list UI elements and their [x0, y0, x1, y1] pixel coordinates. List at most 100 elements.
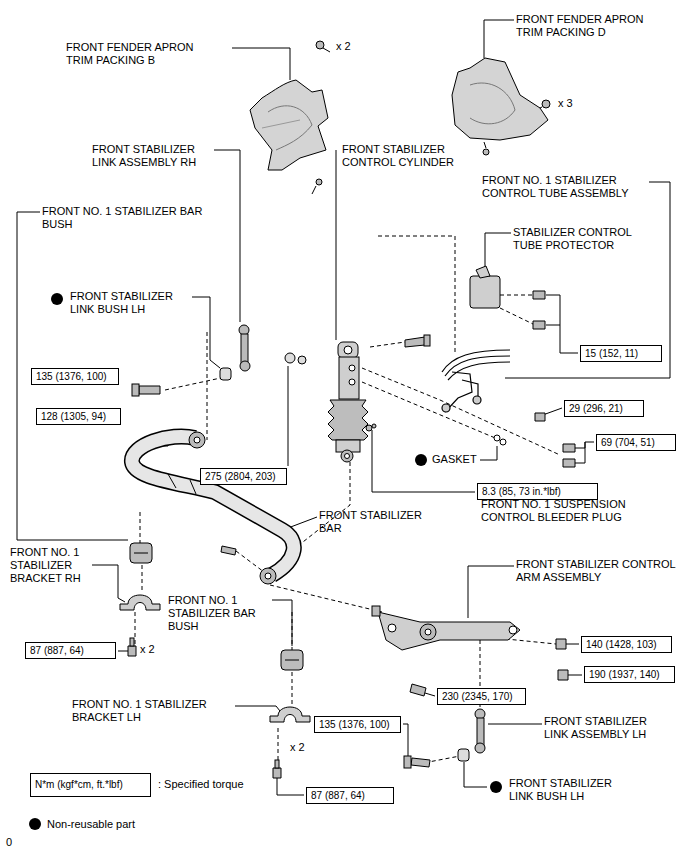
stabilizer-link-rh — [132, 325, 250, 446]
unit-key-box: N*m (kgf*cm, ft.*lbf) — [30, 773, 151, 797]
bolt — [533, 291, 545, 299]
leader-line — [480, 446, 497, 460]
fender-apron-b — [268, 106, 312, 150]
control-arm — [410, 684, 426, 696]
stabilizer-link-lh — [458, 749, 469, 761]
part-name: FRONT NO. 1 STABILIZER BRACKET RH — [10, 546, 95, 585]
leader-line — [17, 212, 128, 540]
part-name: FRONT NO. 1 SUSPENSION CONTROL BLEEDER P… — [481, 498, 646, 524]
torque-box: 140 (1428, 103) — [581, 636, 672, 653]
control-tube-assembly — [462, 380, 478, 398]
leader-line — [485, 233, 511, 268]
gasket — [494, 435, 500, 441]
bracket-bolt — [221, 546, 236, 555]
alignment-line — [278, 728, 279, 760]
leader-line — [288, 366, 289, 466]
part-name: FRONT STABILIZER LINK BUSH LH — [70, 290, 190, 316]
stabilizer-link-lh — [404, 709, 485, 768]
stabilizer-control-cylinder — [341, 450, 353, 462]
bracket-bolt — [273, 768, 281, 778]
leader-line — [336, 150, 337, 340]
stabilizer-control-cylinder — [349, 379, 355, 385]
torque-box: 87 (887, 64) — [25, 642, 116, 659]
figure-number: 0 — [6, 836, 12, 849]
bracket-bolt — [128, 646, 136, 656]
screw — [312, 41, 550, 194]
fender-apron-d — [452, 58, 548, 140]
bar-bush — [285, 660, 299, 661]
alignment-line — [207, 332, 208, 440]
part-name: GASKET — [432, 453, 477, 466]
quantity: x 3 — [558, 97, 573, 110]
torque-box: 69 (704, 51) — [596, 434, 676, 451]
non-reusable-mark — [415, 454, 427, 466]
screw — [484, 142, 486, 148]
leader-line — [192, 297, 220, 368]
washer — [298, 356, 306, 364]
stabilizer-link-lh — [477, 718, 484, 746]
torque-box: 15 (152, 11) — [580, 345, 662, 362]
screw — [312, 186, 316, 194]
part-name: FRONT NO. 1 STABILIZER BAR BUSH — [42, 205, 217, 231]
alignment-line — [270, 585, 382, 612]
bar-bush — [281, 650, 303, 670]
legend-text: : Specified torque — [158, 778, 244, 791]
washer — [285, 353, 295, 363]
stabilizer-bar — [132, 437, 294, 575]
alignment-line — [236, 551, 264, 572]
unit-key: N*m (kgf*cm, ft.*lbf) — [35, 779, 123, 790]
leader-line — [468, 566, 514, 618]
control-arm — [425, 629, 431, 635]
leader-line — [272, 600, 292, 646]
torque-box: 29 (296, 21) — [564, 400, 644, 417]
gasket — [494, 435, 506, 445]
tube-protector — [470, 276, 500, 308]
torque-box: 8.3 (85, 73 in.*lbf) — [477, 483, 598, 500]
leader-line — [488, 724, 542, 725]
part-name: FRONT NO. 1 STABILIZER CONTROL TUBE ASSE… — [482, 174, 647, 200]
torque-box: 275 (2804, 203) — [200, 468, 287, 485]
bracket-bolt — [128, 546, 281, 778]
bolt — [563, 459, 575, 467]
bolt — [535, 413, 545, 421]
torque-value: 275 (2804, 203) — [205, 471, 276, 482]
control-tube-assembly — [442, 350, 510, 412]
stabilizer-bar — [189, 432, 205, 448]
part-name: FRONT STABILIZER CONTROL ARM ASSEMBLY — [516, 558, 684, 584]
stabilizer-bar — [132, 432, 294, 584]
control-tube-assembly — [448, 362, 510, 380]
legend-text: Non-reusable part — [47, 818, 135, 831]
torque-value: 15 (152, 11) — [585, 348, 638, 359]
leader-line — [288, 517, 317, 528]
part-name: FRONT STABILIZER LINK ASSEMBLY LH — [544, 715, 664, 741]
torque-value: 87 (887, 64) — [311, 790, 365, 801]
part-name: FRONT NO. 1 STABILIZER BAR BUSH — [168, 594, 268, 633]
control-arm — [378, 612, 520, 650]
part-name: FRONT FENDER APRON TRIM PACKING D — [516, 13, 651, 39]
bolt — [424, 335, 430, 346]
leader-line — [546, 295, 578, 353]
torque-value: 140 (1428, 103) — [586, 639, 657, 650]
quantity: x 2 — [290, 741, 305, 754]
bolt — [533, 321, 545, 329]
leader-line — [575, 442, 594, 463]
tube-protector — [476, 266, 490, 278]
torque-box: 135 (1376, 100) — [314, 716, 401, 733]
leader-line — [17, 20, 670, 795]
stabilizer-bar — [265, 573, 271, 579]
stabilizer-link-lh — [404, 756, 411, 768]
part-name: FRONT STABILIZER LINK ASSEMBLY RH — [92, 143, 212, 169]
control-arm — [372, 606, 380, 616]
quantity: x 2 — [336, 40, 351, 53]
leader-line — [214, 150, 240, 322]
torque-value: 135 (1376, 100) — [319, 719, 390, 730]
torque-box: 230 (2345, 170) — [437, 688, 526, 705]
torque-box: 128 (1305, 94) — [36, 408, 121, 425]
washer — [285, 353, 306, 364]
fender-apron-b — [250, 80, 328, 170]
part-name: FRONT STABILIZER BAR — [319, 509, 439, 535]
leader-line — [232, 48, 290, 80]
control-tube-assembly — [473, 396, 481, 404]
control-tube-assembly — [442, 404, 450, 412]
